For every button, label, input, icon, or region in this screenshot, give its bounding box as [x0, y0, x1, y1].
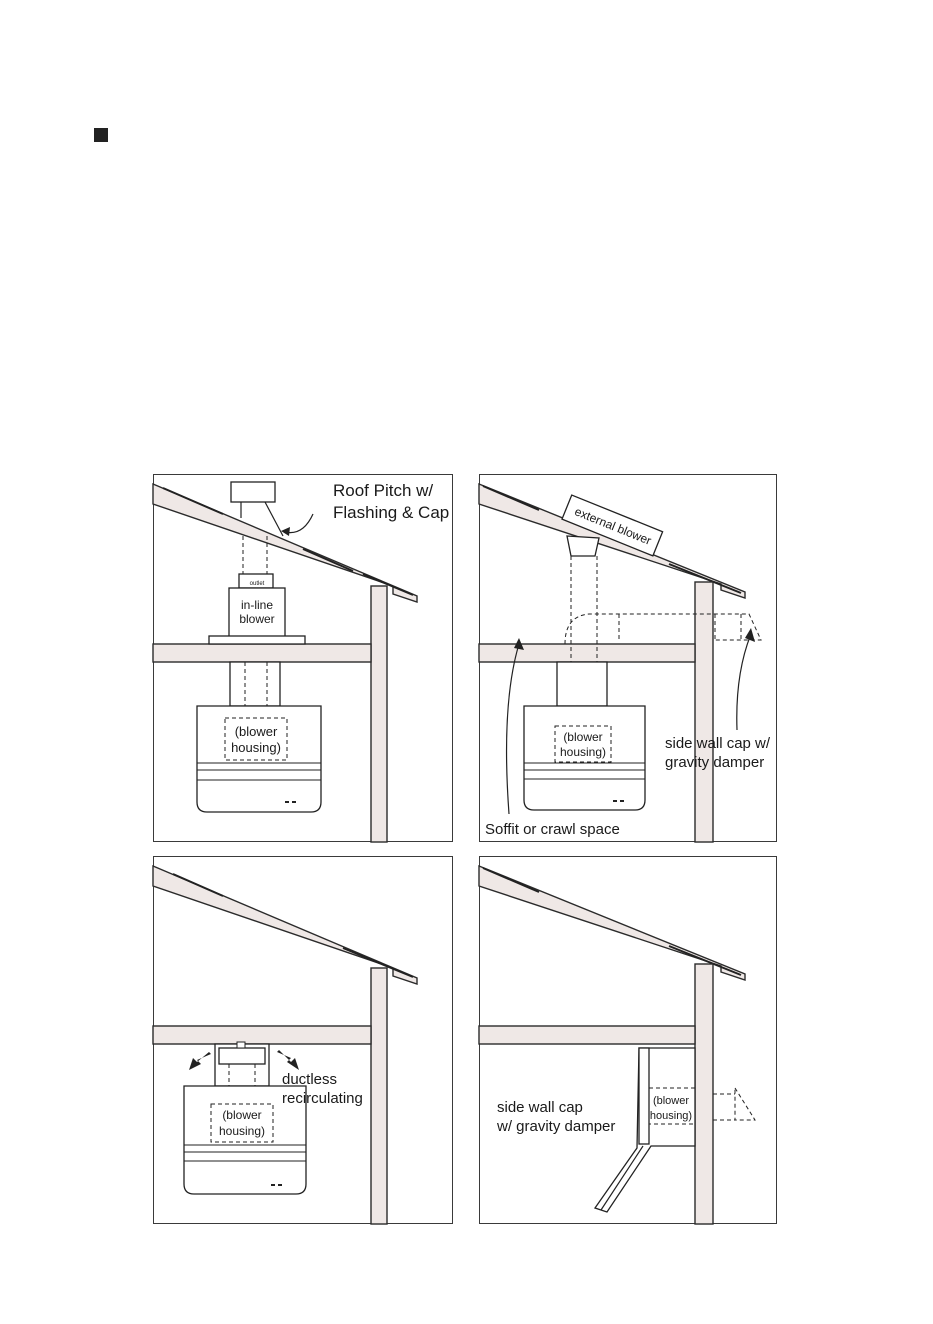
mode-label-line2: recirculating — [282, 1090, 363, 1107]
blower-label-line1: in-line — [241, 598, 273, 612]
ceiling-joist — [479, 1026, 695, 1044]
soffit-label: Soffit or crawl space — [485, 821, 620, 838]
wallcap-label-line2: w/ gravity damper — [496, 1118, 615, 1135]
outlet-label: outlet — [250, 581, 265, 587]
ceiling-joist — [153, 644, 371, 662]
panel-roof-pitch: outlet in-line blower (blower housing) R… — [153, 474, 453, 842]
panel-side-wall: (blower housing) side wall cap w/ gravit… — [479, 856, 777, 1224]
wall-duct-path — [565, 614, 761, 644]
panel-ductless: (blower housing) ductless recirculating — [153, 856, 453, 1224]
airflow-right-arrow — [277, 1050, 299, 1070]
roof-section — [479, 484, 745, 598]
callout-line2: Flashing & Cap — [333, 503, 449, 522]
wallcap-label-line2: gravity damper — [665, 754, 764, 771]
housing-label-line1: (blower — [222, 1108, 261, 1122]
airflow-left-arrow — [189, 1052, 211, 1070]
exterior-wall — [371, 968, 387, 1224]
range-hood — [197, 706, 321, 812]
panel-external-blower: external blower (blower housing) side wa… — [479, 474, 777, 842]
housing-label-line2: housing) — [560, 745, 606, 759]
ceiling-joist — [479, 644, 695, 662]
soffit-arrow — [507, 644, 519, 814]
roof-section — [479, 866, 745, 980]
ceiling-joist — [153, 1026, 371, 1044]
wallcap-label-line1: side wall cap w/ — [665, 735, 771, 752]
hood-chimney — [230, 662, 280, 706]
recirculation-vent — [219, 1048, 265, 1064]
hood-chimney — [557, 662, 607, 706]
wall-cap-outline — [735, 1088, 755, 1120]
section-bullet — [94, 128, 108, 142]
exterior-wall — [695, 582, 713, 842]
housing-label-line2: housing) — [231, 740, 281, 755]
housing-label-line1: (blower — [235, 724, 278, 739]
exterior-wall — [371, 586, 387, 842]
exterior-wall — [695, 964, 713, 1224]
blower-label-line2: blower — [239, 612, 274, 626]
housing-label-line2: housing) — [219, 1124, 265, 1138]
mode-label-line1: ductless — [282, 1071, 337, 1088]
wallcap-label-line1: side wall cap — [497, 1099, 583, 1116]
housing-label-line1: (blower — [653, 1095, 689, 1107]
housing-label-line2: housing) — [650, 1110, 692, 1122]
wallcap-arrow — [737, 634, 751, 730]
roof-section — [153, 866, 417, 984]
roof-section — [153, 484, 417, 602]
housing-label-line1: (blower — [563, 730, 602, 744]
blower-adapter — [567, 536, 599, 556]
callout-line1: Roof Pitch w/ — [333, 481, 433, 500]
